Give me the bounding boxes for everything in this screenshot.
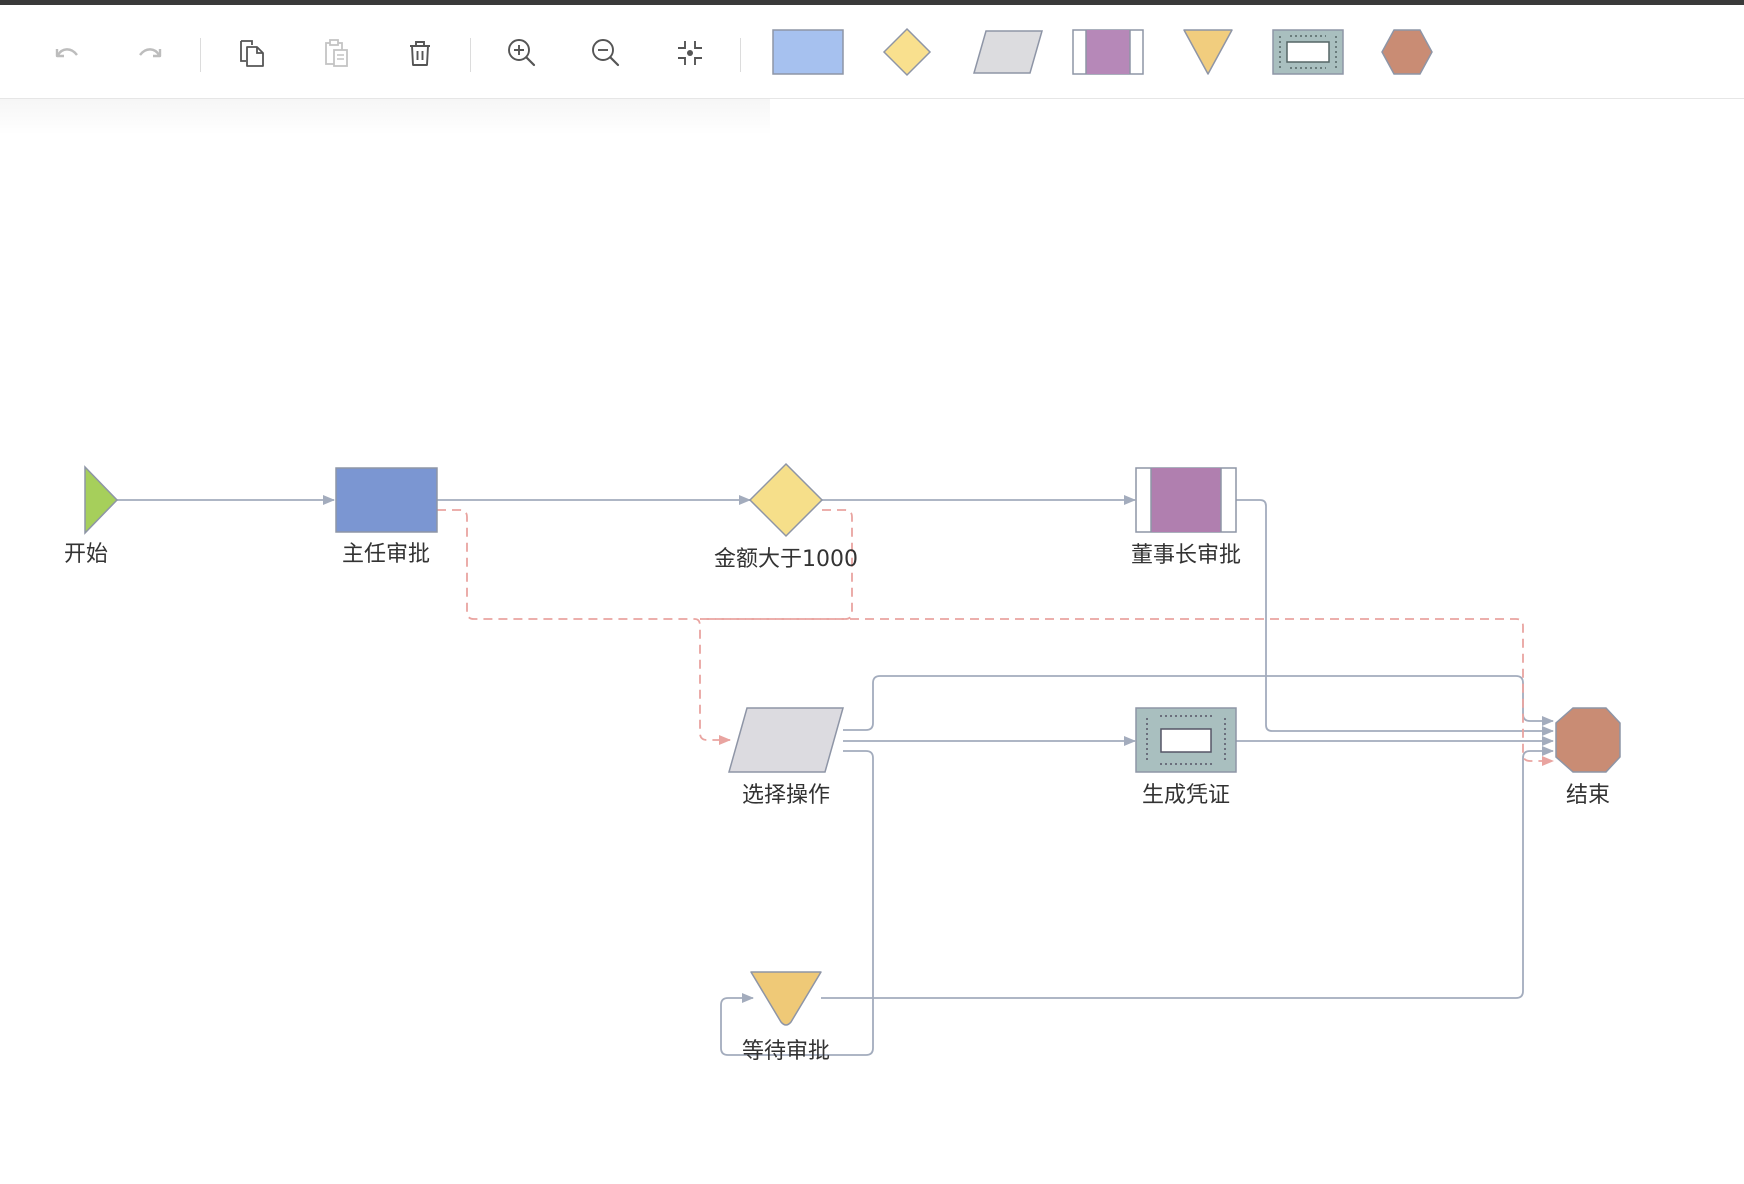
toolbar-shadow (0, 99, 770, 135)
paste-button[interactable] (316, 33, 356, 73)
hexagon-shape-icon (1381, 29, 1433, 75)
undo-button[interactable] (46, 33, 86, 73)
node-start[interactable]: 开始 (64, 465, 119, 567)
node-amount-check[interactable]: 金额大于1000 (714, 462, 858, 572)
node-select-operation-label: 选择操作 (742, 783, 830, 808)
edge-amount-to-select-dashed[interactable] (700, 509, 853, 620)
palette-parallelogram[interactable] (972, 25, 1044, 79)
node-wait-approval-label: 等待审批 (742, 1039, 830, 1064)
node-amount-check-label: 金额大于1000 (714, 547, 858, 572)
node-director-approval[interactable]: 主任审批 (335, 467, 438, 567)
node-wait-approval[interactable]: 等待审批 (742, 971, 830, 1064)
palette-rectangle[interactable] (772, 25, 844, 79)
edge-to-end-dashed[interactable] (700, 618, 1554, 766)
edge-wait-to-end[interactable] (821, 746, 1554, 999)
node-generate-voucher[interactable]: 生成凭证 (1135, 707, 1237, 808)
paste-icon (325, 39, 348, 67)
rectangle-shape-icon (772, 29, 844, 75)
trash-icon (410, 41, 430, 66)
palette-inverted-triangle[interactable] (1182, 25, 1234, 79)
node-start-label: 开始 (64, 542, 108, 567)
zoom-out-icon (592, 39, 620, 67)
redo-button[interactable] (131, 33, 171, 73)
window-top-bar (0, 0, 1744, 5)
node-select-operation[interactable]: 选择操作 (728, 707, 844, 808)
edge-select-to-wait[interactable] (720, 750, 874, 1056)
framed-rectangle-shape-icon (1272, 29, 1344, 75)
edge-chairman-to-end[interactable] (1236, 499, 1554, 736)
toolbar-divider (200, 38, 201, 72)
node-director-approval-label: 主任审批 (342, 542, 430, 567)
palette-subprocess[interactable] (1072, 25, 1144, 79)
node-end-label: 结束 (1566, 783, 1610, 808)
node-end[interactable]: 结束 (1555, 707, 1621, 808)
node-chairman-approval[interactable]: 董事长审批 (1131, 467, 1241, 568)
redo-icon (139, 48, 162, 58)
fit-view-icon (678, 41, 702, 65)
delete-button[interactable] (400, 33, 440, 73)
diamond-shape-icon (882, 27, 932, 77)
zoom-in-button[interactable] (502, 33, 542, 73)
node-chairman-approval-label: 董事长审批 (1131, 543, 1241, 568)
inverted-triangle-shape-icon (1183, 29, 1233, 75)
fit-view-button[interactable] (670, 33, 710, 73)
zoom-in-icon (508, 39, 536, 67)
copy-button[interactable] (232, 33, 272, 73)
parallelogram-shape-icon (973, 30, 1043, 74)
edge-director-to-select-dashed[interactable] (437, 509, 731, 745)
palette-framed-rectangle[interactable] (1272, 25, 1344, 79)
palette-hexagon[interactable] (1380, 25, 1434, 79)
node-generate-voucher-label: 生成凭证 (1142, 783, 1230, 808)
toolbar-divider (470, 38, 471, 72)
copy-icon (240, 40, 264, 67)
subprocess-shape-icon (1072, 29, 1144, 75)
toolbar-divider (740, 38, 741, 72)
undo-icon (55, 48, 78, 58)
toolbar (0, 5, 1744, 99)
palette-diamond[interactable] (882, 25, 932, 79)
zoom-out-button[interactable] (586, 33, 626, 73)
